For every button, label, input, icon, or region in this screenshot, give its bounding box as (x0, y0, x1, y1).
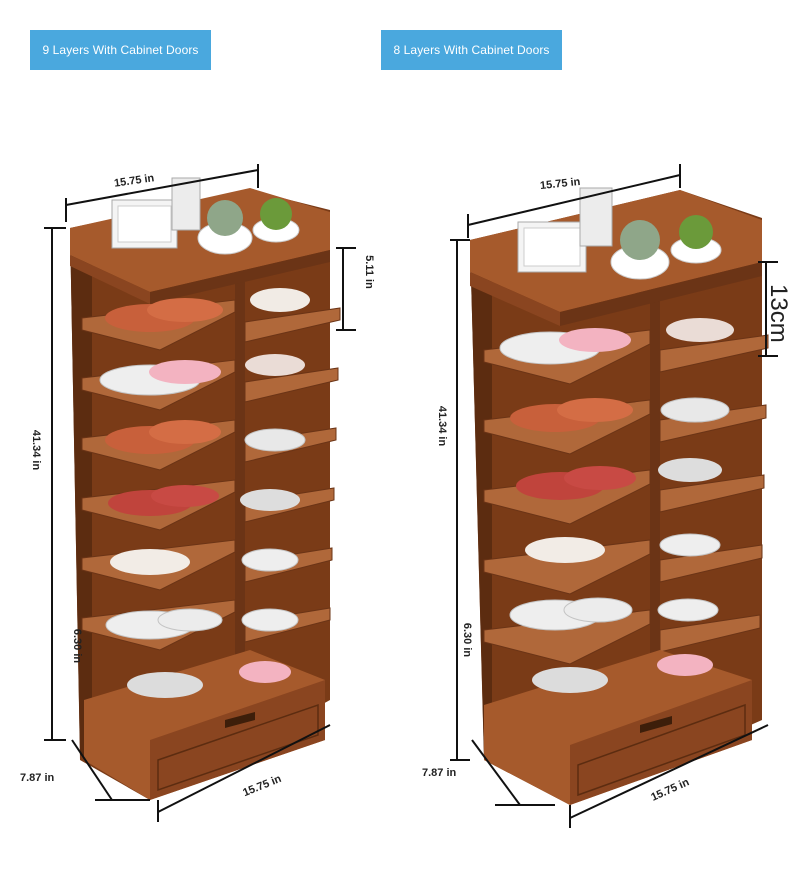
left-dimension-lines (44, 164, 356, 822)
left-depth-label: 7.87 in (20, 772, 55, 784)
right-lower-gap-label: 6.30 in (461, 622, 474, 658)
right-shelf-gap-label: 13cm (765, 284, 790, 343)
right-depth-label: 7.87 in (422, 767, 457, 779)
right-dimension-lines (450, 164, 778, 828)
left-height-label: 41.34 in (30, 429, 43, 471)
left-shelf-gap-label: 5.11 in (362, 255, 375, 289)
right-variant-label: 8 Layers With Cabinet Doors (381, 30, 562, 70)
right-shoe-rack (470, 187, 769, 805)
left-variant-label: 9 Layers With Cabinet Doors (30, 30, 211, 70)
left-shoe-rack (70, 177, 341, 800)
right-height-label: 41.34 in (436, 405, 449, 447)
left-lower-gap-label: 6.30 in (71, 628, 84, 664)
